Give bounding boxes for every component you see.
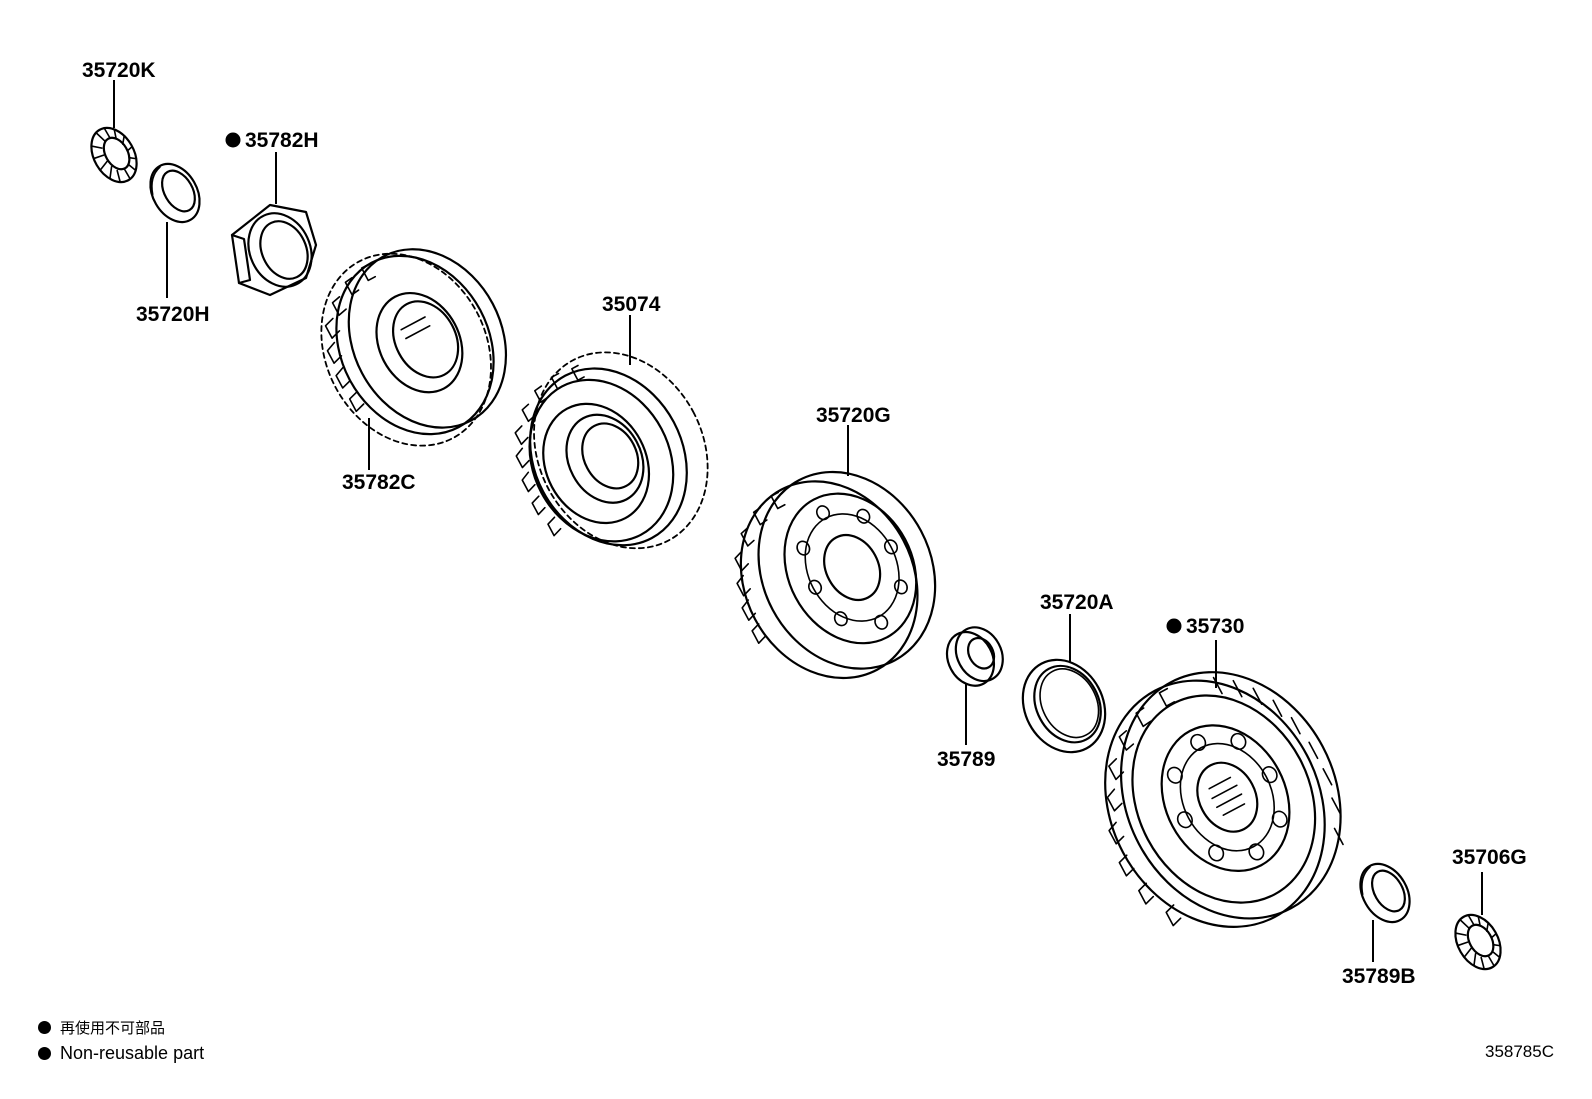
label-35720H: 35720H: [136, 303, 210, 326]
non-reusable-marker-35782H: [225, 132, 241, 148]
label-35789B: 35789B: [1342, 965, 1416, 988]
label-35720A: 35720A: [1040, 591, 1114, 614]
label-35720G: 35720G: [816, 404, 891, 427]
part-35782H-nut: [230, 203, 318, 297]
part-35789-bushing: [945, 626, 1004, 687]
label-35720K: 35720K: [82, 59, 156, 82]
bullet-icon: [38, 1021, 51, 1034]
bullet-icon: [38, 1047, 51, 1060]
label-35782C: 35782C: [342, 471, 416, 494]
label-35074: 35074: [602, 293, 661, 316]
part-35074-gear: [514, 351, 709, 550]
part-35720A-ring: [1021, 658, 1107, 754]
label-35782H: 35782H: [245, 129, 319, 152]
illustration-reference-code: 358785C: [1484, 1042, 1554, 1061]
part-35720K-bearing: [90, 126, 138, 184]
label-35706G: 35706G: [1452, 846, 1527, 869]
legend-japanese: 再使用不可部品: [38, 1016, 165, 1040]
part-35720H-race: [149, 162, 201, 224]
label-35730: 35730: [1186, 615, 1244, 638]
legend-english: Non-reusable part: [38, 1041, 204, 1065]
legend-en-text: Non-reusable part: [60, 1043, 205, 1063]
part-35706G-bearing: [1454, 913, 1502, 971]
legend-jp-text: 再使用不可部品: [60, 1019, 166, 1037]
non-reusable-marker-35730: [1166, 618, 1182, 634]
part-35782C-gear: [320, 248, 508, 447]
label-35789: 35789: [937, 748, 995, 771]
part-35720G-carrier: [734, 470, 937, 680]
part-35789B-race: [1359, 862, 1411, 924]
part-35730-clutch-drum: [1104, 671, 1344, 928]
